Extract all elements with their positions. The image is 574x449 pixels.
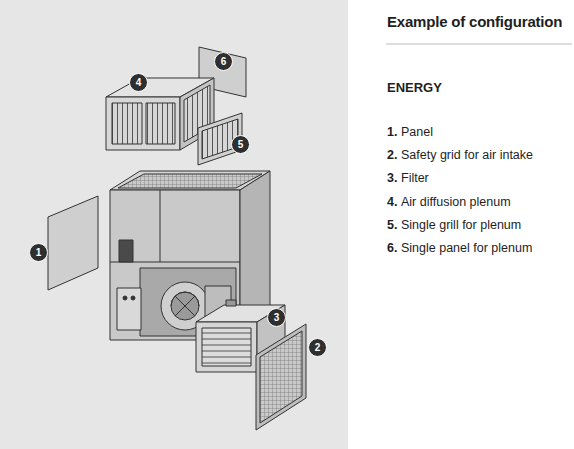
side-panel bbox=[48, 196, 98, 290]
list-number: 3. bbox=[387, 171, 397, 185]
section-heading: ENERGY bbox=[387, 80, 442, 95]
list-number: 4. bbox=[387, 195, 397, 209]
list-item: Panel bbox=[401, 125, 433, 139]
background-panel bbox=[0, 0, 348, 449]
list-item: Air diffusion plenum bbox=[401, 195, 511, 209]
diagram-title: Example of configuration bbox=[387, 13, 562, 30]
callout-number: 3 bbox=[267, 308, 286, 327]
list-item: Single grill for plenum bbox=[401, 218, 521, 232]
safety-grid bbox=[256, 324, 306, 430]
list-number: 1. bbox=[387, 125, 397, 139]
list-number: 6. bbox=[387, 241, 397, 255]
callout-number: 6 bbox=[214, 52, 233, 71]
list-item: Safety grid for air intake bbox=[401, 148, 533, 162]
list-item: Filter bbox=[401, 171, 429, 185]
list-item: Single panel for plenum bbox=[401, 241, 532, 255]
list-number: 2. bbox=[387, 148, 397, 162]
list-number: 5. bbox=[387, 218, 397, 232]
callout-number: 5 bbox=[231, 135, 250, 154]
callout-number: 4 bbox=[129, 73, 148, 92]
callout-number: 1 bbox=[29, 243, 48, 262]
title-rule bbox=[386, 44, 572, 45]
callout-number: 2 bbox=[308, 338, 327, 357]
